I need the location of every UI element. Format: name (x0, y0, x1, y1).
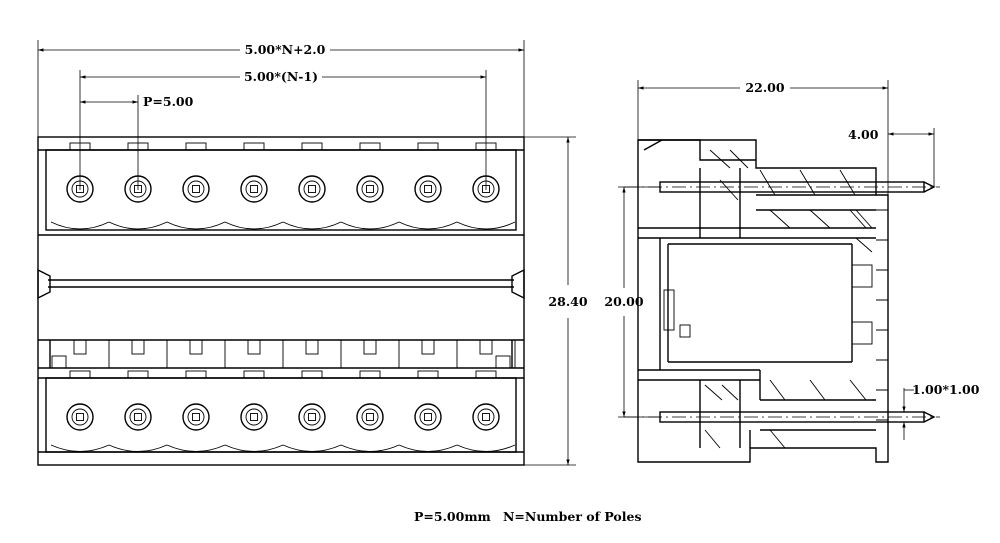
side-dimensions: 22.00 4.00 20.00 1.00*1.00 (604, 80, 980, 440)
caption-pitch: P=5.00mm (414, 509, 491, 524)
pole (340, 142, 400, 452)
dim-pin-spacing: 20.00 (604, 294, 643, 309)
lower-housing (45, 377, 517, 453)
dim-height: 28.40 (548, 294, 587, 309)
front-poles (50, 142, 516, 452)
caption-poles: N=Number of Poles (503, 509, 641, 524)
side-outline (637, 139, 889, 463)
front-dimensions: 5.00*N+2.0 5.00*(N-1) P=5.00 28.40 (37, 40, 588, 466)
dim-side-depth: 22.00 (745, 80, 784, 95)
front-view (37, 136, 525, 466)
pole (282, 142, 342, 452)
side-view (624, 139, 940, 463)
upper-housing (45, 149, 517, 231)
pole (166, 142, 226, 452)
front-outline (37, 136, 525, 466)
pole (224, 142, 284, 452)
dim-pin-span: 5.00*(N-1) (244, 69, 318, 84)
dim-total-width: 5.00*N+2.0 (245, 42, 326, 57)
dim-pitch: P=5.00 (143, 94, 194, 109)
right-latch (511, 268, 525, 300)
pole (398, 142, 458, 452)
left-latch (37, 268, 51, 300)
dim-pin-offset: 4.00 (848, 127, 879, 142)
pole (456, 142, 516, 452)
dim-pin-size: 1.00*1.00 (912, 382, 980, 397)
